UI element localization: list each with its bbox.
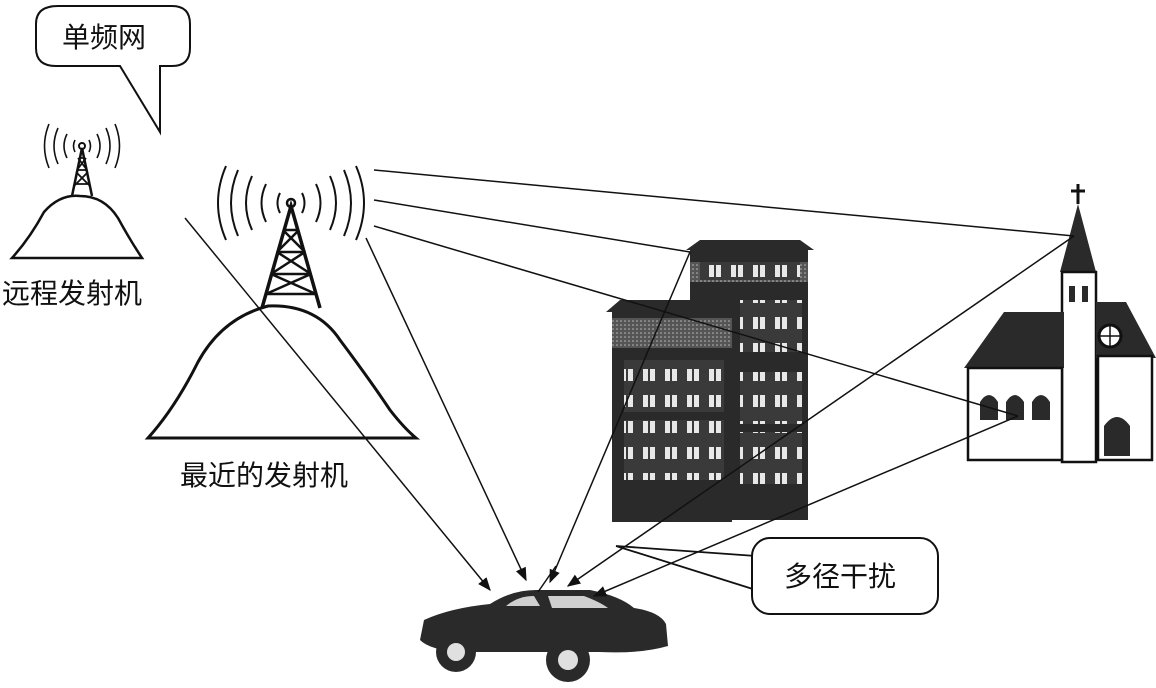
remote-transmitter-label: 远程发射机 — [2, 277, 142, 310]
apartment-building-icon — [606, 240, 814, 522]
car-icon — [420, 566, 668, 682]
church-icon — [964, 184, 1156, 462]
multipath-callout: 多径干扰 — [616, 538, 938, 614]
radio-tower-on-hill-icon — [12, 124, 142, 258]
nearest-transmitter-label: 最近的发射机 — [180, 459, 348, 492]
sfn-callout-label: 单频网 — [62, 21, 146, 54]
nearest-transmitter: 最近的发射机 — [148, 166, 416, 492]
sfn-callout: 单频网 — [36, 6, 190, 132]
radio-tower-on-hill-icon — [148, 166, 416, 438]
remote-transmitter: 远程发射机 — [2, 124, 142, 310]
multipath-callout-label: 多径干扰 — [784, 560, 896, 593]
